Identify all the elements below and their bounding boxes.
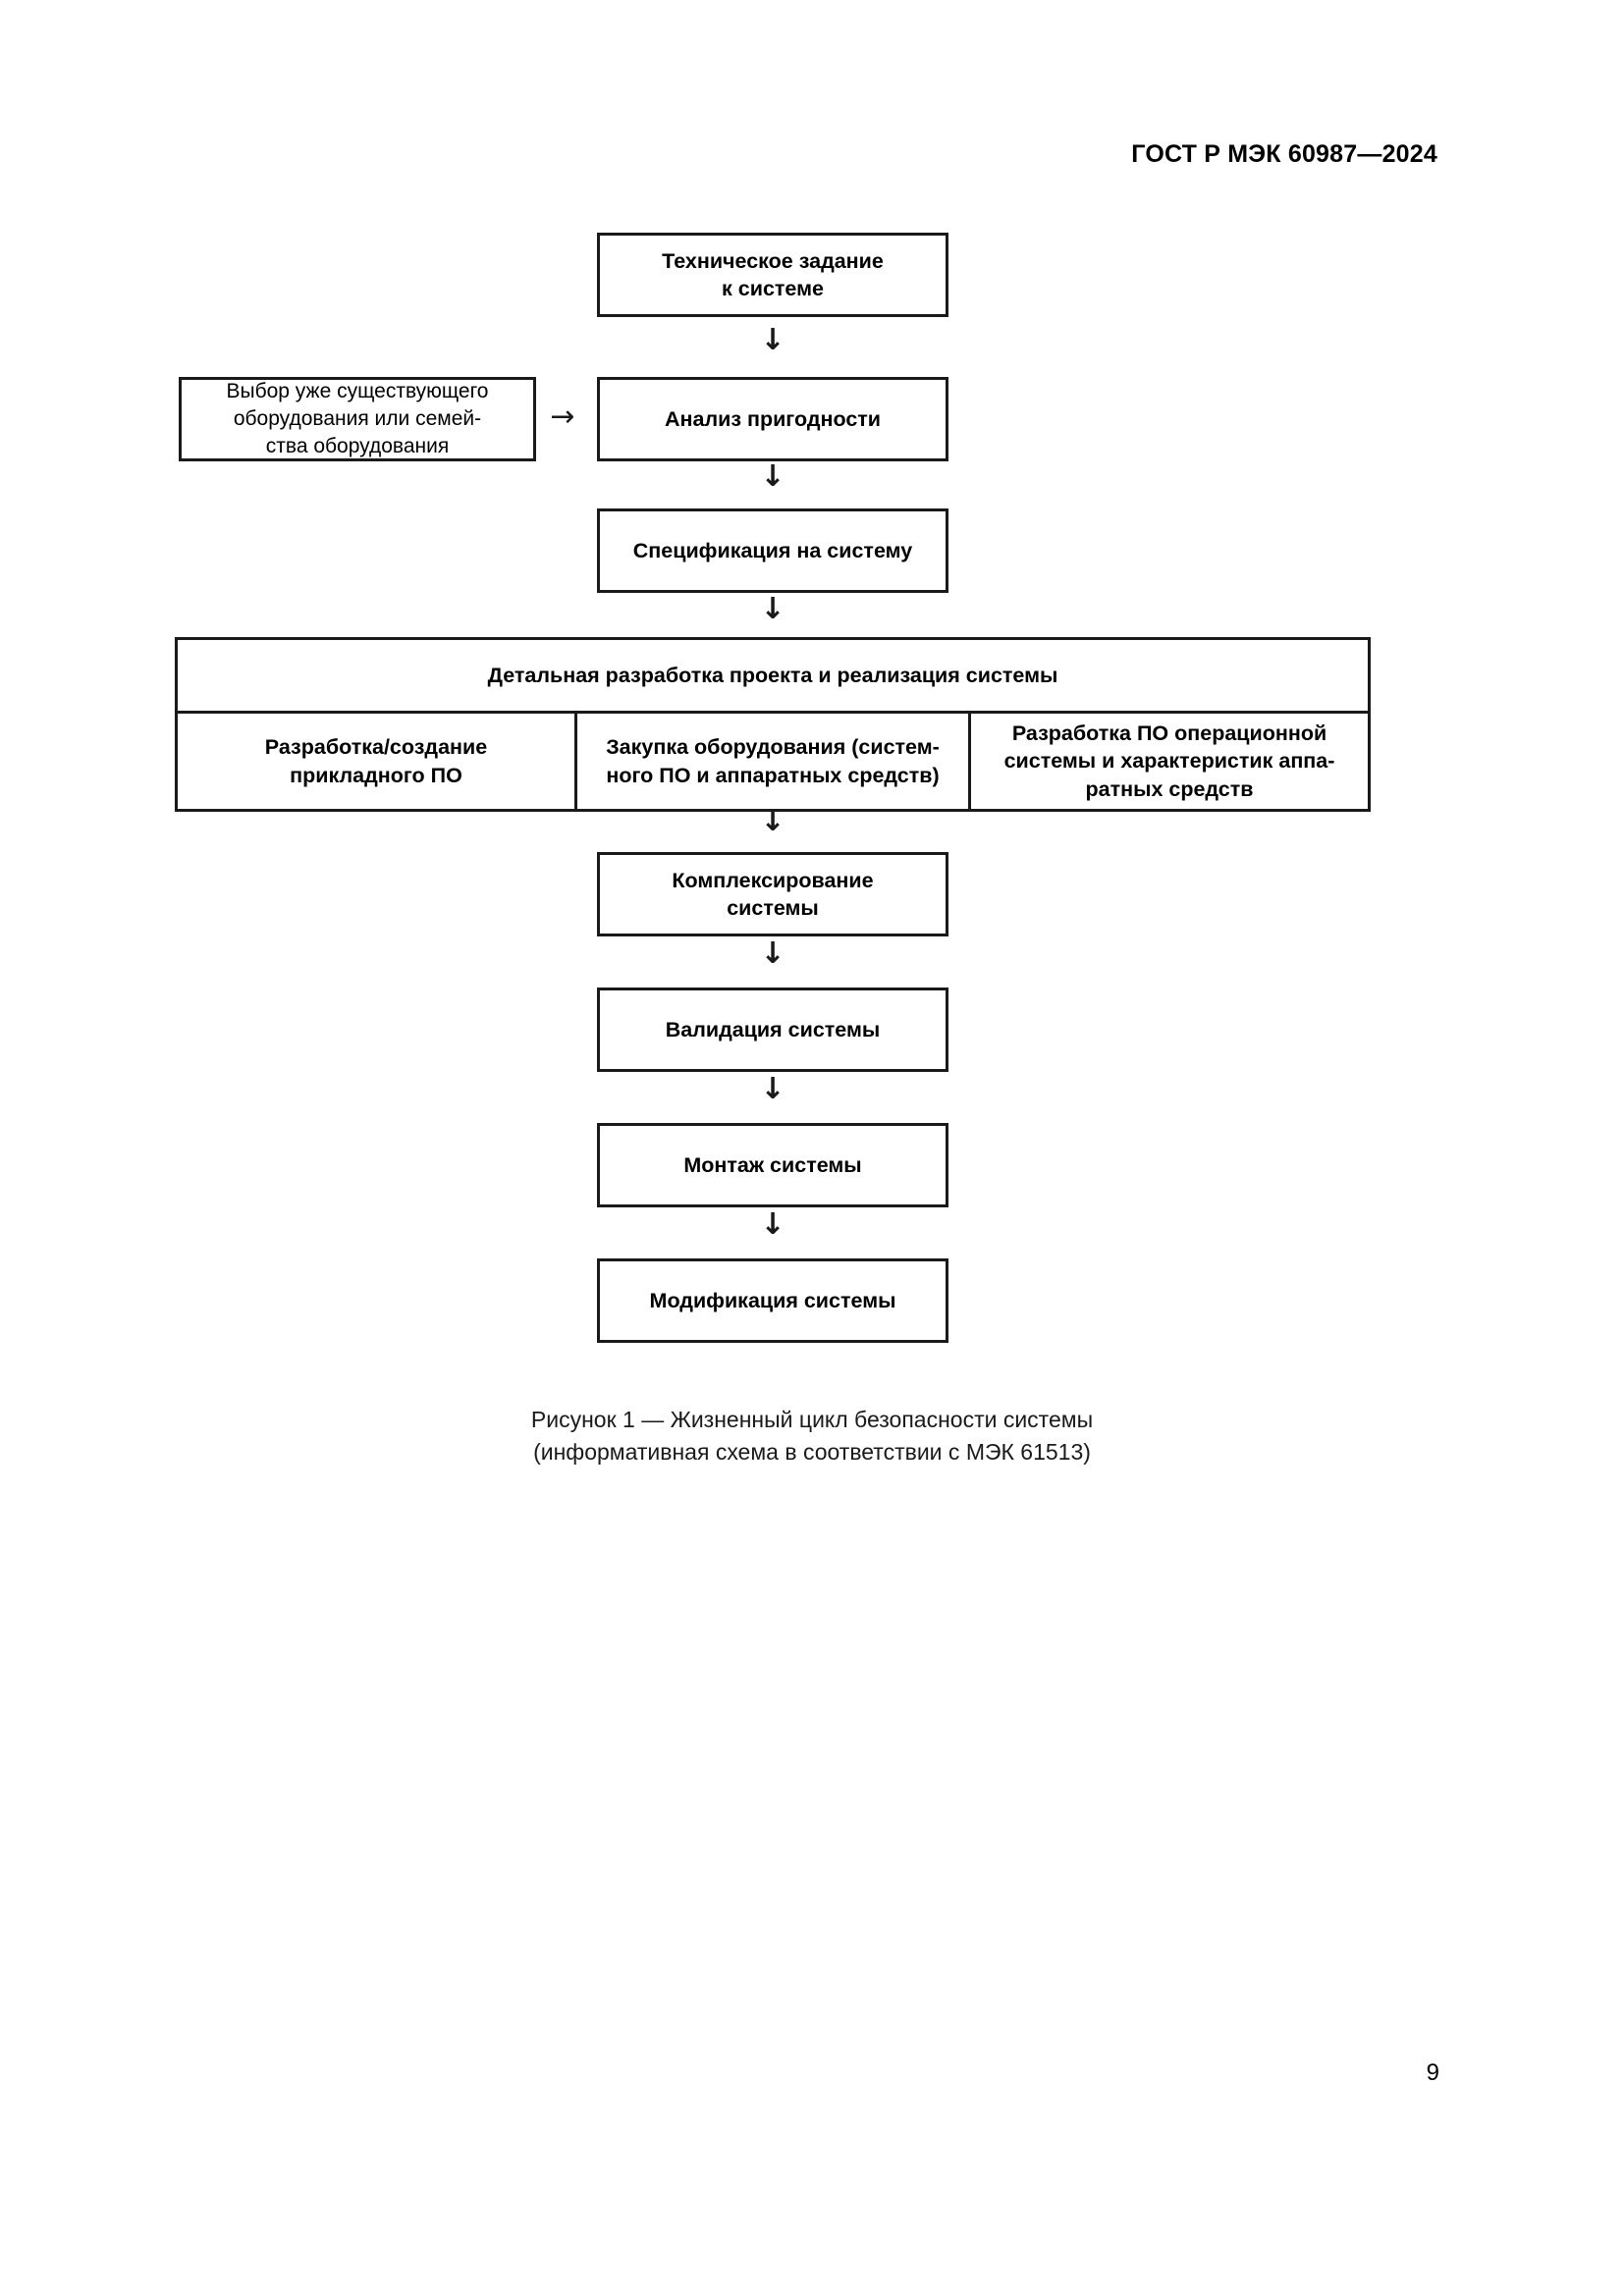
arrow-right-icon: → xyxy=(550,400,575,434)
arrow-down-icon: ↓ xyxy=(760,1072,785,1106)
flow-node-label: Техническое задание к системе xyxy=(662,248,884,300)
flow-node-detailed-design-block: Детальная разработка проекта и реализаци… xyxy=(175,637,1371,813)
arrow-down-icon: ↓ xyxy=(760,1207,785,1242)
page-number: 9 xyxy=(1426,2059,1439,2086)
flow-node-system-integration: Комплексирование системы xyxy=(597,852,948,936)
arrow-down-icon: ↓ xyxy=(760,804,785,838)
detailed-design-title: Детальная разработка проекта и реализаци… xyxy=(487,663,1058,687)
figure-caption-line-2: (информативная схема в соответствии с МЭ… xyxy=(533,1439,1091,1466)
flow-node-system-modification: Модификация системы xyxy=(597,1258,948,1343)
flow-node-label: Спецификация на систему xyxy=(632,538,913,562)
column-label: Закупка оборудования (систем- ного ПО и … xyxy=(606,735,940,787)
figure-caption: Рисунок 1 — Жизненный цикл безопасности … xyxy=(0,1404,1624,1469)
flow-node-label: Анализ пригодности xyxy=(664,406,882,431)
arrow-down-icon: ↓ xyxy=(760,592,785,626)
flow-node-system-installation: Монтаж системы xyxy=(597,1123,948,1207)
flow-node-spec-requirements: Техническое задание к системе xyxy=(597,233,948,317)
detailed-design-column-application-software: Разработка/создание прикладного ПО xyxy=(178,714,574,809)
flow-node-select-existing: Выбор уже существующего оборудования или… xyxy=(179,377,536,461)
column-label: Разработка ПО операционной системы и хар… xyxy=(1003,721,1335,801)
column-label: Разработка/создание прикладного ПО xyxy=(264,735,488,787)
arrow-down-icon: ↓ xyxy=(760,323,785,357)
figure-caption-line-1: Рисунок 1 — Жизненный цикл безопасности … xyxy=(530,1407,1094,1432)
flow-node-label: Валидация системы xyxy=(665,1017,881,1041)
detailed-design-column-operating-system-software: Разработка ПО операционной системы и хар… xyxy=(971,714,1368,809)
flow-node-label: Модификация системы xyxy=(649,1288,896,1312)
detailed-design-columns: Разработка/создание прикладного ПО Закуп… xyxy=(178,711,1368,810)
flow-node-label: Комплексирование системы xyxy=(672,868,874,920)
flow-node-suitability-analysis: Анализ пригодности xyxy=(597,377,948,461)
arrow-down-icon: ↓ xyxy=(760,936,785,971)
figure-1-flowchart: Техническое задание к системе ↓ Выбор уж… xyxy=(0,233,1624,1469)
running-header: ГОСТ Р МЭК 60987—2024 xyxy=(1131,140,1437,168)
detailed-design-column-equipment-procurement: Закупка оборудования (систем- ного ПО и … xyxy=(574,714,971,810)
flow-node-label: Выбор уже существующего оборудования или… xyxy=(226,380,489,457)
flow-node-label: Монтаж системы xyxy=(683,1152,862,1177)
flow-node-system-specification: Спецификация на систему xyxy=(597,508,948,593)
arrow-down-icon: ↓ xyxy=(760,459,785,494)
flow-node-system-validation: Валидация системы xyxy=(597,988,948,1072)
